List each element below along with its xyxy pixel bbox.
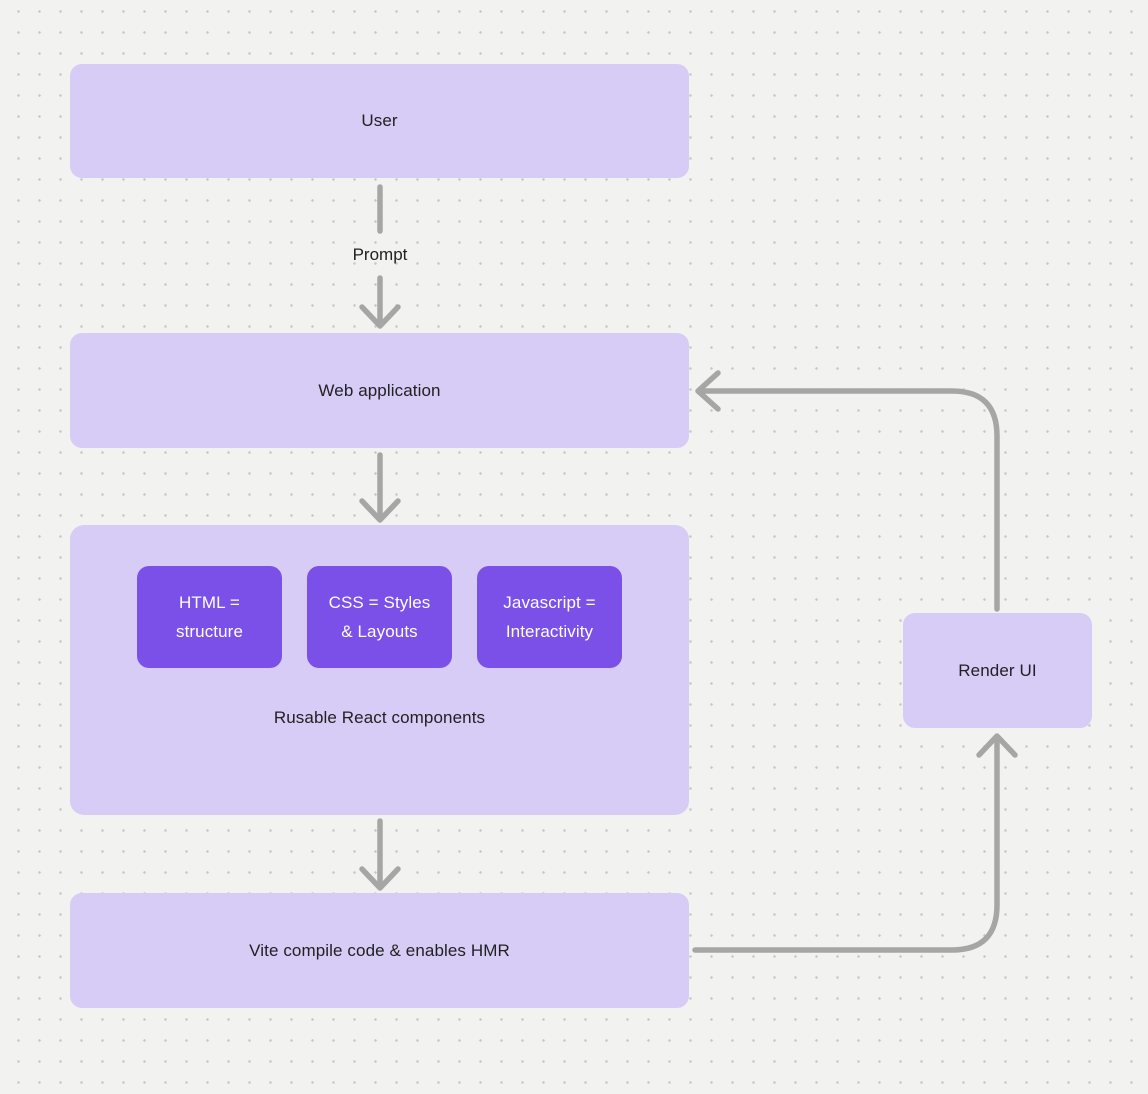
chip-css-line1: CSS = Styles: [328, 593, 431, 612]
chip-javascript-line1: Javascript =: [503, 593, 596, 612]
node-web-application[interactable]: Web application: [70, 333, 689, 448]
chip-css[interactable]: CSS = Styles & Layouts: [307, 566, 452, 668]
arrowhead-up-into-render: [976, 733, 1018, 758]
chip-javascript-line2: Interactivity: [505, 622, 594, 641]
node-components-group[interactable]: HTML = structure CSS = Styles & Layouts …: [70, 525, 689, 815]
chip-html-line2: structure: [175, 622, 244, 641]
node-web-application-label: Web application: [318, 380, 441, 400]
chip-row: HTML = structure CSS = Styles & Layouts …: [137, 566, 622, 668]
chip-html[interactable]: HTML = structure: [137, 566, 282, 668]
node-render-ui[interactable]: Render UI: [903, 613, 1092, 728]
chip-css-line2: & Layouts: [341, 622, 418, 641]
arrowhead-down-into-vite: [359, 866, 401, 891]
edge-render-to-webapp-line: [698, 388, 1000, 612]
edge-vite-to-render-line: [692, 737, 1000, 953]
arrowhead-down-into-group: [359, 498, 401, 523]
chip-javascript[interactable]: Javascript = Interactivity: [477, 566, 622, 668]
arrowhead-left-into-webapp: [695, 370, 721, 412]
node-vite[interactable]: Vite compile code & enables HMR: [70, 893, 689, 1008]
arrowhead-down-into-webapp: [359, 304, 401, 329]
node-render-ui-label: Render UI: [958, 660, 1037, 680]
chip-html-line1: HTML =: [179, 593, 240, 612]
node-vite-label: Vite compile code & enables HMR: [249, 940, 510, 960]
node-components-group-label: Rusable React components: [273, 708, 486, 727]
edge-label-prompt: Prompt: [352, 245, 408, 264]
node-user[interactable]: User: [70, 64, 689, 178]
node-user-label: User: [361, 111, 398, 130]
